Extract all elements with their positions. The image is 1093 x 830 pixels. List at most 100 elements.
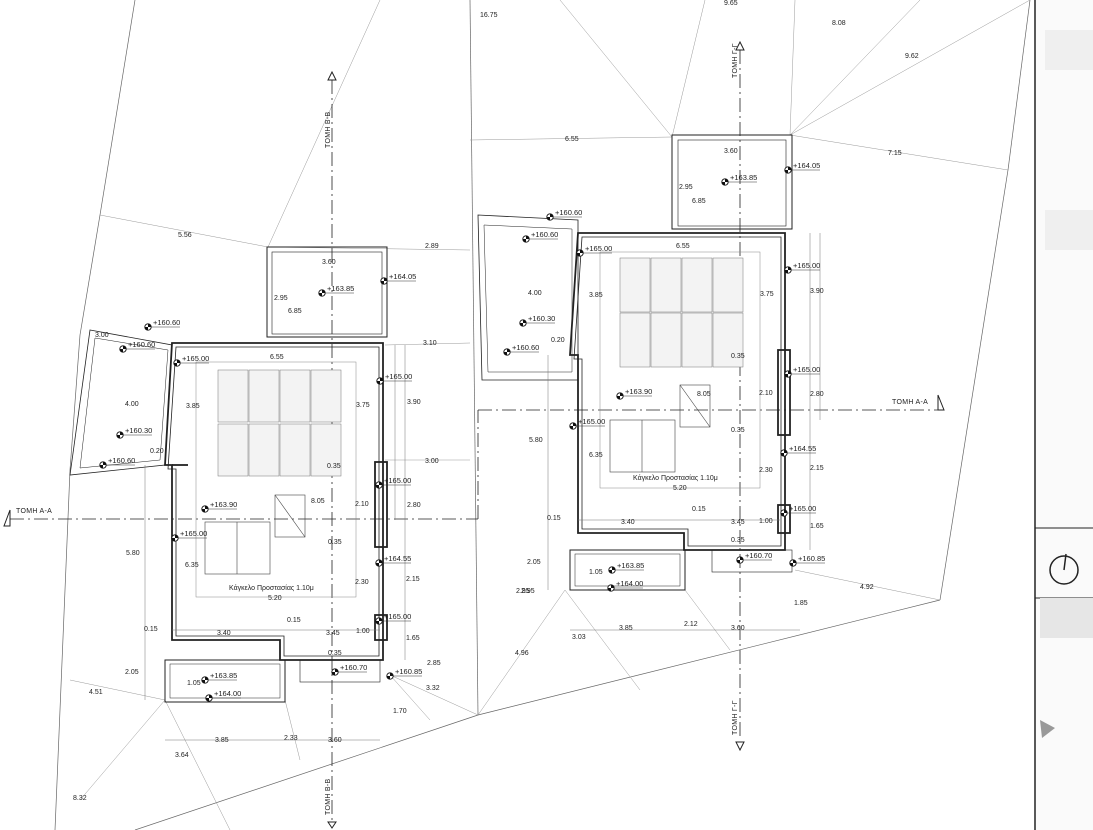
dimension-label: 3.45: [731, 519, 745, 526]
dimension-label: 1.05: [589, 569, 603, 576]
elevation-marker-icon: [116, 431, 152, 439]
dimension-label: 1.00: [356, 628, 370, 635]
site-dimension-label: 8.08: [832, 20, 846, 27]
site-dimension-label: 1.85: [794, 600, 808, 607]
elevation-marker-icon: [386, 672, 422, 680]
dimension-label: 3.75: [356, 402, 370, 409]
dimension-label: 0.15: [547, 515, 561, 522]
elevation-label: +163.85: [617, 561, 644, 570]
site-dimension-label: 2.95: [516, 588, 530, 595]
site-dimension-label: 2.85: [427, 660, 441, 667]
site-dimension-label: 5.56: [178, 232, 192, 239]
dimension-label: 1.05: [187, 680, 201, 687]
elevation-label: +160.30: [528, 314, 555, 323]
site-dimension-label: 9.65: [724, 0, 738, 7]
elevation-marker-icon: [375, 559, 411, 567]
elevation-marker-icon: [375, 617, 411, 625]
dimension-label: 2.15: [810, 465, 824, 472]
dimension-label: 3.85: [619, 625, 633, 632]
elevation-label: +165.00: [789, 504, 816, 513]
dimension-label: 6.35: [185, 562, 199, 569]
elevation-label: +164.55: [789, 444, 816, 453]
elevation-label: +160.60: [128, 340, 155, 349]
north-arrow-icon: [1049, 553, 1079, 585]
elevation-marker-icon: [569, 422, 605, 430]
elevation-label: +160.70: [745, 551, 772, 560]
dimension-label: 6.55: [676, 243, 690, 250]
elevation-label: +165.00: [385, 372, 412, 381]
elevation-label: +164.05: [793, 161, 820, 170]
dimension-label: 2.15: [406, 576, 420, 583]
section-label-bb: ΤΟΜΗ Β-Β: [325, 778, 332, 815]
dimension-label: 4.00: [125, 401, 139, 408]
elevation-marker-icon: [144, 323, 180, 331]
dimension-label: 0.20: [150, 448, 164, 455]
dimension-label: 3.60: [322, 259, 336, 266]
elevation-label: +165.00: [384, 476, 411, 485]
elevation-marker-icon: [375, 481, 411, 489]
dimension-label: 3.45: [326, 630, 340, 637]
elevation-label: +165.00: [585, 244, 612, 253]
elevation-marker-icon: [607, 584, 643, 592]
site-dimension-label: 7.15: [888, 150, 902, 157]
dimension-label: 0.35: [328, 650, 342, 657]
elevation-marker-icon: [780, 449, 816, 457]
elevation-label: +160.60: [512, 343, 539, 352]
house-left-stair: [204, 494, 306, 575]
dimension-label: 2.80: [407, 502, 421, 509]
elevation-marker-icon: [503, 348, 539, 356]
house-left-solar-panels: [217, 369, 342, 477]
dimension-label: 3.40: [217, 630, 231, 637]
dimension-label: 8.05: [311, 498, 325, 505]
elevation-marker-icon: [789, 559, 825, 567]
dimension-label: 3.90: [810, 288, 824, 295]
elevation-label: +165.00: [793, 365, 820, 374]
railing-note: Κάγκελο Προστασίας 1.10μ: [633, 474, 718, 482]
section-label-aa: ΤΟΜΗ Α-Α: [892, 399, 928, 406]
dimension-label: 0.35: [731, 353, 745, 360]
section-label-gg: ΤΟΜΗ Γ-Γ: [732, 700, 739, 735]
elevation-marker-icon: [522, 235, 558, 243]
elevation-label: +160.85: [395, 667, 422, 676]
dimension-label: 6.85: [692, 198, 706, 205]
section-label-aa: ΤΟΜΗ Α-Α: [16, 508, 52, 515]
site-dimension-label: 3.10: [423, 340, 437, 347]
dimension-label: 1.65: [810, 523, 824, 530]
dimension-label: 4.00: [528, 290, 542, 297]
dimension-label: 6.85: [288, 308, 302, 315]
dimension-label: 5.80: [529, 437, 543, 444]
elevation-marker-icon: [201, 505, 237, 513]
dimension-label: 0.35: [731, 427, 745, 434]
elevation-label: +164.55: [384, 554, 411, 563]
dimension-label: 3.90: [407, 399, 421, 406]
elevation-label: +160.60: [531, 230, 558, 239]
dimension-label: 5.80: [126, 550, 140, 557]
elevation-label: +165.00: [384, 612, 411, 621]
elevation-label: +160.60: [108, 456, 135, 465]
dimension-label: 6.35: [589, 452, 603, 459]
triangulation-lines: [69, 0, 1031, 830]
elevation-label: +160.60: [153, 318, 180, 327]
elevation-marker-icon: [331, 668, 367, 676]
site-dimension-label: 8.32: [73, 795, 87, 802]
site-dimension-label: 2.89: [425, 243, 439, 250]
dimension-label: 3.60: [328, 737, 342, 744]
dimension-label: 0.15: [287, 617, 301, 624]
elevation-marker-icon: [173, 359, 209, 367]
dimension-label: 5.20: [673, 485, 687, 492]
elevation-marker-icon: [784, 266, 820, 274]
elevation-marker-icon: [546, 213, 582, 221]
elevation-label: +164.00: [214, 689, 241, 698]
dimension-label: 2.10: [355, 501, 369, 508]
dimension-label: 3.00: [95, 332, 109, 339]
dimension-lines: [144, 233, 821, 741]
elevation-label: +163.85: [730, 173, 757, 182]
dimension-label: 3.85: [215, 737, 229, 744]
elevation-marker-icon: [780, 509, 816, 517]
site-dimension-label: 1.70: [393, 708, 407, 715]
dimension-label: 3.85: [186, 403, 200, 410]
elevation-label: +160.70: [340, 663, 367, 672]
house-right: [477, 134, 793, 591]
elevation-label: +164.05: [389, 272, 416, 281]
